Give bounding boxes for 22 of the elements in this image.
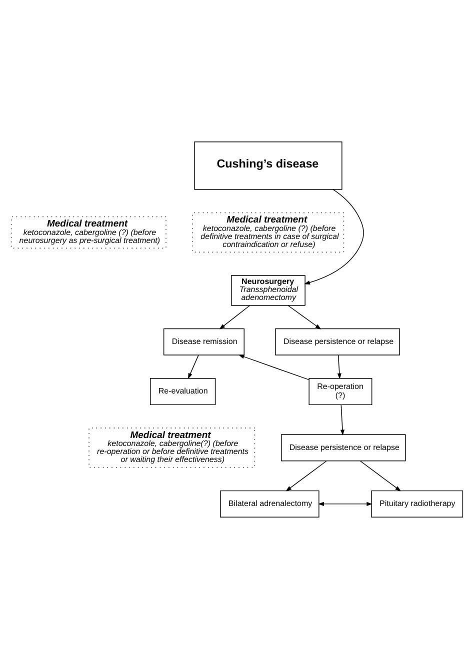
node-box: Pituitary radiotherapy xyxy=(371,490,464,517)
arrow xyxy=(288,304,322,329)
node-box: Re-evaluation xyxy=(150,378,216,405)
node-box: Re-operation (?) xyxy=(308,378,372,405)
arrow xyxy=(188,354,199,379)
node-box: Cushing’s disease xyxy=(194,141,342,190)
arrow xyxy=(360,460,402,491)
arrow xyxy=(238,354,310,380)
arrow xyxy=(318,501,372,506)
node-box: Neurosurgery Transsphenoidal adenomectomy xyxy=(230,274,306,306)
node-box: Disease persistence or relapse xyxy=(280,434,406,461)
node-box: Disease persistence or relapse xyxy=(275,328,400,355)
node-box: Medical treatment ketoconazole, cabergoline(?) (before re-operation or before definitive treatments or waiting their effectiveness) xyxy=(88,427,256,468)
node-box: Disease remission xyxy=(163,328,244,355)
arrow xyxy=(337,354,342,379)
node-box: Bilateral adrenalectomy xyxy=(220,490,320,517)
arrow xyxy=(286,460,328,491)
node-box: Medical treatment ketoconazole, cabergoline (?) (before definitive treatments in case of surgical contraindication or refuse) xyxy=(192,212,344,252)
arrow xyxy=(340,404,344,436)
arrow xyxy=(304,188,364,284)
node-box: Medical treatment ketoconazole, cabergoline (?) (before neurosurgery as pre-surgical treatment) xyxy=(10,216,166,248)
arrow xyxy=(219,304,250,329)
